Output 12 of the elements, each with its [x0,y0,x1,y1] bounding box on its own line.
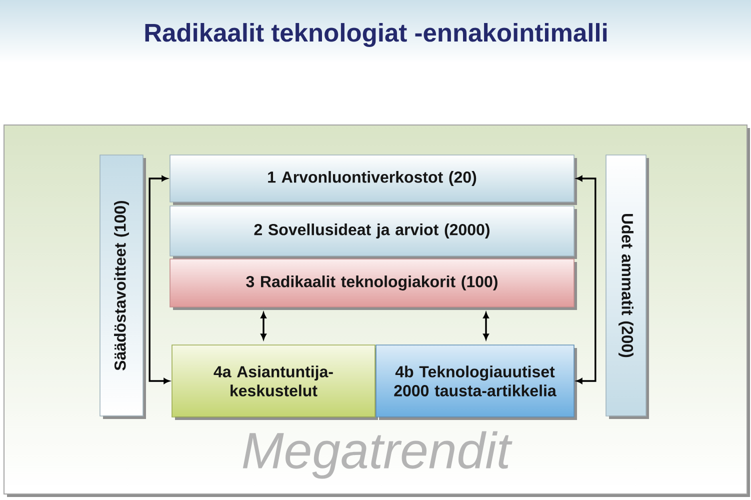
bracket-arrow [148,176,170,384]
process-box: 2 Sovellusideat ja arviot (2000) [170,206,577,259]
double-arrow [483,312,489,340]
bracket-arrow [576,176,596,384]
title: Radikaalit teknologiat -ennakointimalli [145,23,607,47]
process-box: 4a Asiantuntija- keskustelut [172,344,378,420]
process-box: 3 Radikaalit teknologiakorit (100) [170,258,577,310]
double-arrow [260,312,266,340]
side-box: Udet ammatit (200) [606,154,649,419]
process-box: 4b Teknologiauutiset 2000 tausta-artikkelia [376,344,577,420]
side-box: Säädöstavoitteet (100) [100,154,146,419]
process-box: 1 Arvonluontiverkostot (20) [170,154,577,205]
